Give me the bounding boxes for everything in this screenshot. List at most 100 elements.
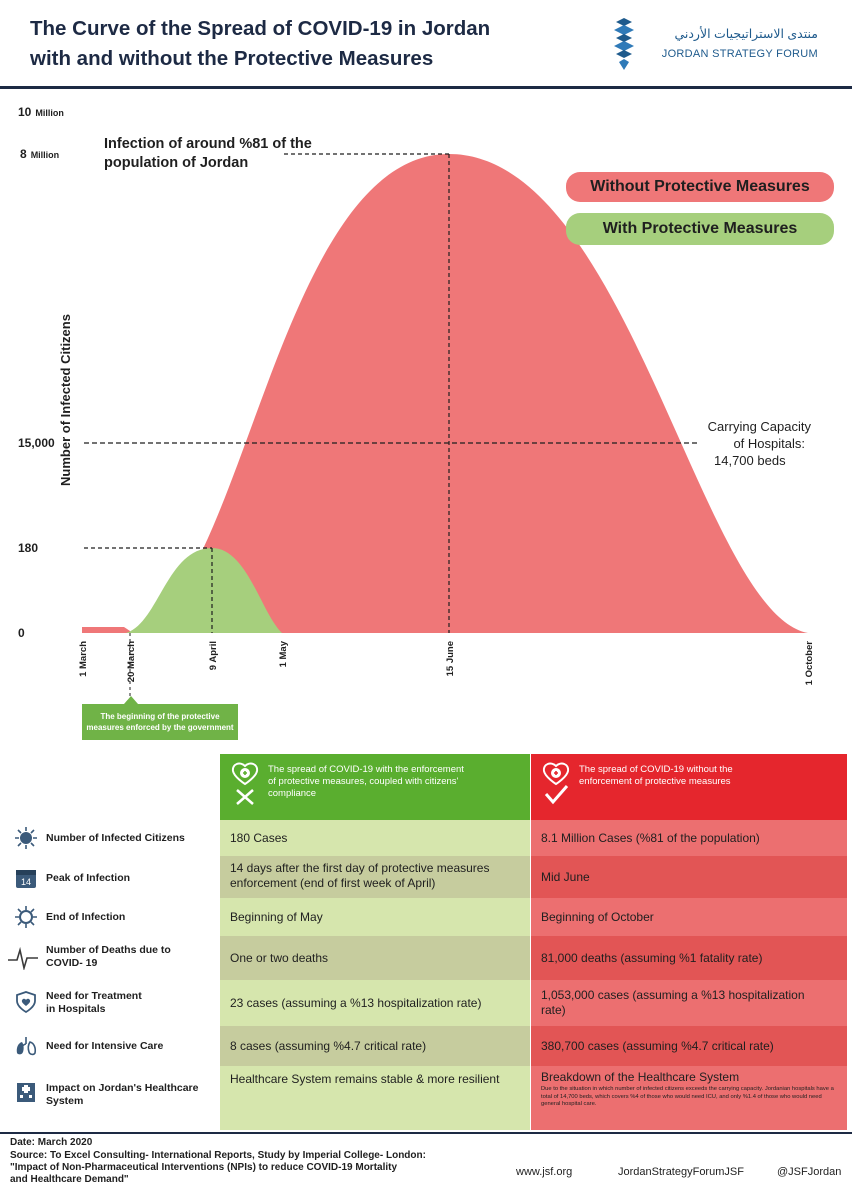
table-row: 14 Peak of Infection 14 days after the f… [0, 856, 852, 898]
without-heading-text: The spread of COVID-19 without the enfor… [579, 764, 829, 788]
capacity-annotation-line-3: 14,700 beds [714, 453, 786, 468]
with-measures-curve [126, 548, 282, 633]
without-heading-line-1: The spread of COVID-19 without the [579, 764, 733, 775]
without-measures-curve [126, 154, 808, 633]
y-tick-label: 0 [18, 626, 25, 640]
measures-start-callout: The beginning of the protective measures… [82, 696, 238, 740]
legend-without: Without Protective Measures [566, 172, 834, 202]
with-cell-line-1: 14 days after the first day of protectiv… [230, 861, 490, 875]
virus-icon [15, 906, 37, 928]
facebook-link[interactable]: JordanStrategyForumJSF [618, 1166, 744, 1178]
row-label-line-1: Impact on Jordan's Healthcare [46, 1082, 199, 1094]
x-tick-label: 15 June [445, 641, 456, 676]
with-cell: 23 cases (assuming a %13 hospitalization… [220, 980, 530, 1026]
title-line-2: with and without the Protective Measures [30, 47, 434, 70]
source-line-2: "Impact of Non-Pharmaceutical Interventi… [10, 1162, 398, 1173]
x-tick-label: 20 March [126, 641, 137, 682]
with-measures-heading: The spread of COVID-19 with the enforcem… [220, 754, 530, 820]
table-row: Impact on Jordan's Healthcare System Hea… [0, 1066, 852, 1130]
source-line-3: and Healthcare Demand" [10, 1174, 129, 1185]
title-line-1: The Curve of the Spread of COVID-19 in J… [30, 17, 491, 40]
logo-english-text: JORDAN STRATEGY FORUM [661, 48, 818, 60]
with-heading-text: The spread of COVID-19 with the enforcem… [268, 764, 518, 800]
without-heading-line-2: enforcement of protective measures [579, 776, 731, 787]
without-cell: 8.1 Million Cases (%81 of the population… [531, 820, 847, 856]
header: The Curve of the Spread of COVID-19 in J… [0, 0, 852, 89]
virus-icon [15, 827, 37, 849]
breakdown-note: Due to the situation in which number of … [541, 1086, 834, 1107]
without-cell: Breakdown of the Healthcare System Due t… [531, 1066, 847, 1130]
jsf-logo: منتدى الاستراتيجيات الأردني JORDAN STRAT… [612, 12, 822, 74]
with-cell: Beginning of May [220, 898, 530, 936]
capacity-annotation-line-1: Carrying Capacity [708, 419, 812, 434]
header-rule [0, 86, 852, 89]
lungs-icon [16, 1037, 37, 1056]
pre-outbreak-strip [82, 627, 130, 633]
row-label-line-2: in Hospitals [46, 1003, 106, 1015]
peak-annotation-line-1: Infection of around %81 of the [104, 136, 312, 152]
source-line-1: Source: To Excel Consulting- Internation… [10, 1150, 426, 1161]
without-cell: 81,000 deaths (assuming %1 fatality rate… [531, 936, 847, 980]
website-link[interactable]: www.jsf.org [516, 1166, 573, 1178]
without-cell: 380,700 cases (assuming %4.7 critical ra… [531, 1026, 847, 1066]
x-tick-label: 1 October [804, 641, 815, 686]
x-tick-label: 9 April [208, 641, 219, 670]
footer-date: Date: March 2020 [10, 1137, 93, 1148]
capacity-annotation-line-2: of Hospitals: [733, 436, 805, 451]
table-row: Need for Intensive Care 8 cases (assumin… [0, 1026, 852, 1066]
with-cell: 180 Cases [220, 820, 530, 856]
row-label: End of Infection [46, 911, 126, 923]
with-cell: 14 days after the first day of protectiv… [220, 856, 530, 898]
footer-source: Source: To Excel Consulting- Internation… [10, 1150, 510, 1186]
with-cell: One or two deaths [220, 936, 530, 980]
table-row: Number of Deaths due to COVID- 19 One or… [0, 936, 852, 980]
hospital-icon [17, 1083, 35, 1102]
shield-heart-icon [16, 991, 36, 1014]
calendar-day: 14 [21, 877, 31, 887]
page-title: The Curve of the Spread of COVID-19 in J… [30, 14, 590, 74]
with-cell: Healthcare System remains stable & more … [220, 1066, 530, 1130]
heart-check-icon [231, 762, 259, 805]
x-tick-label: 1 May [278, 640, 289, 667]
breakdown-title: Breakdown of the Healthcare System [541, 1070, 740, 1084]
y-tick-label: 15,000 [18, 436, 55, 450]
without-cell: 1,053,000 cases (assuming a %13 hospital… [531, 980, 847, 1026]
y-tick-label: 180 [18, 541, 38, 555]
legend-with: With Protective Measures [566, 213, 834, 245]
without-cell: Mid June [531, 856, 847, 898]
row-label: Number of Infected Citizens [46, 832, 185, 844]
with-heading-line-1: The spread of COVID-19 with the enforcem… [268, 764, 464, 775]
x-tick-label: 1 March [78, 641, 89, 677]
logo-arabic-text: منتدى الاستراتيجيات الأردني [674, 27, 818, 41]
table-row: Need for Treatment in Hospitals 23 cases… [0, 980, 852, 1026]
calendar-icon: 14 [16, 870, 36, 888]
row-label: Impact on Jordan's Healthcare System [46, 1082, 216, 1108]
with-cell-line-2: enforcement (end of first week of April) [230, 876, 436, 890]
row-label-line-2: COVID- 19 [46, 957, 98, 969]
without-cell: Beginning of October [531, 898, 847, 936]
y-axis-title: Number of Infected Citizens [58, 314, 73, 486]
without-cell-line-1: 1,053,000 cases (assuming a %13 hospital… [541, 988, 805, 1002]
row-label: Number of Deaths due to COVID- 19 [46, 944, 216, 970]
heartbeat-icon [8, 946, 38, 970]
row-label-line-2: System [46, 1095, 84, 1107]
twitter-link[interactable]: @JSFJordan [777, 1166, 842, 1178]
with-cell: 8 cases (assuming %4.7 critical rate) [220, 1026, 530, 1066]
row-label: Need for Treatment in Hospitals [46, 990, 216, 1016]
without-measures-heading: The spread of COVID-19 without the enfor… [531, 754, 847, 820]
heart-check-icon [542, 762, 570, 805]
with-heading-line-2: of protective measures, coupled with cit… [268, 776, 459, 787]
row-label-line-1: Number of Deaths due to [46, 944, 171, 956]
peak-annotation-line-2: population of Jordan [104, 155, 248, 171]
row-label-line-1: Need for Treatment [46, 990, 142, 1002]
row-label: Peak of Infection [46, 872, 131, 884]
callout-line-1: The beginning of the protective [100, 712, 220, 721]
with-heading-line-3: compliance [268, 788, 317, 799]
row-label: Need for Intensive Care [46, 1040, 164, 1052]
callout-line-2: measures enforced by the government [86, 723, 234, 732]
jsf-logo-icon [614, 18, 634, 70]
table-row: Number of Infected Citizens 180 Cases 8.… [0, 820, 852, 856]
